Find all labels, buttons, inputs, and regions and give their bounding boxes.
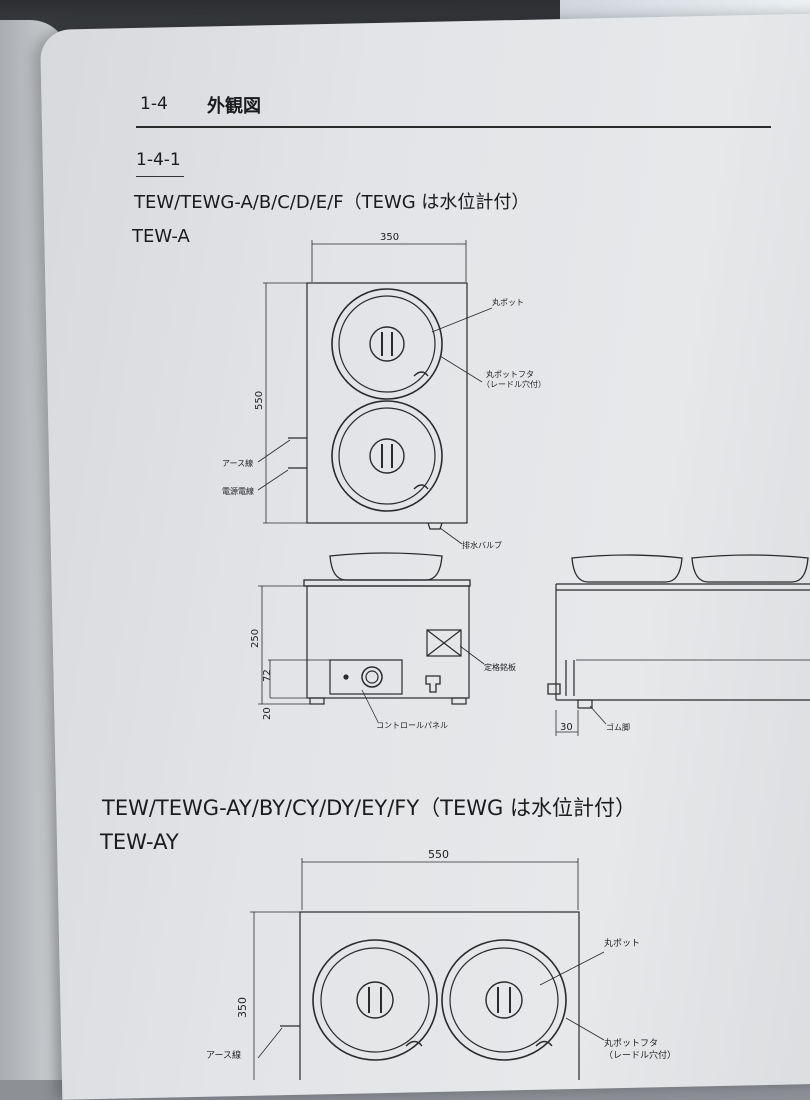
dim-depth-ay: 350: [236, 997, 249, 1018]
label-power-a: 電源電線: [222, 486, 254, 496]
subsection-rule: [136, 176, 184, 177]
subsection-number: 1-4-1: [136, 150, 181, 170]
tew-a-body-front: [306, 585, 470, 699]
group2-model: TEW-AY: [100, 830, 179, 854]
round-pot-2: [331, 400, 443, 512]
round-pot-ay-1: [312, 939, 438, 1061]
dim-side-a: 30: [560, 722, 573, 733]
tew-a-body-top: [306, 282, 468, 524]
label-earth-ay: アース線: [206, 1049, 241, 1061]
tew-a-front-view: [258, 552, 485, 723]
group1-model: TEW-A: [132, 226, 190, 247]
group2-heading: TEW/TEWG-AY/BY/CY/DY/EY/FY（TEWG は水位計付）: [102, 796, 636, 820]
dim-depth-a: 550: [254, 391, 265, 410]
dim-foot-a: 20: [262, 707, 273, 720]
label-pot-lid-ay-2: （レードル穴付）: [604, 1049, 676, 1061]
pot-lid-knob-2: [369, 438, 405, 474]
round-pot-ay-2: [441, 939, 567, 1061]
label-pot-lid-a-1: 丸ポットフタ: [486, 369, 534, 379]
dim-width-ay: 550: [428, 848, 449, 861]
label-earth-a: アース線: [222, 458, 253, 468]
section-number: 1-4: [140, 94, 168, 114]
dim-width-a: 350: [380, 232, 399, 243]
drain-valve: [425, 675, 441, 693]
dim-height-a: 250: [250, 629, 261, 648]
label-drain: 排水バルブ: [462, 540, 502, 550]
label-rubber-foot: ゴム脚: [606, 722, 630, 732]
dim-panel-a: 72: [262, 669, 273, 682]
section-rule: [136, 126, 771, 128]
label-round-pot-ay: 丸ポット: [604, 937, 640, 949]
tew-ay-top-view: [250, 858, 605, 1080]
label-round-pot-a: 丸ポット: [492, 297, 524, 307]
pot-lid-knob-1: [369, 326, 405, 362]
tew-a-side-view: [547, 554, 810, 736]
label-rating-plate: 定格銘板: [484, 662, 516, 672]
control-panel: [329, 659, 403, 695]
group1-heading: TEW/TEWG-A/B/C/D/E/F（TEWG は水位計付）: [134, 192, 530, 213]
section-title: 外観図: [207, 96, 261, 117]
label-control-panel: コントロールパネル: [376, 721, 448, 730]
rating-plate: [426, 629, 462, 657]
round-pot-1: [331, 288, 443, 400]
label-pot-lid-a-2: （レードル穴付）: [482, 379, 546, 389]
tew-a-top-view: [257, 240, 493, 545]
label-pot-lid-ay-1: 丸ポットフタ: [604, 1037, 658, 1049]
tew-ay-body-top: [299, 911, 580, 1080]
